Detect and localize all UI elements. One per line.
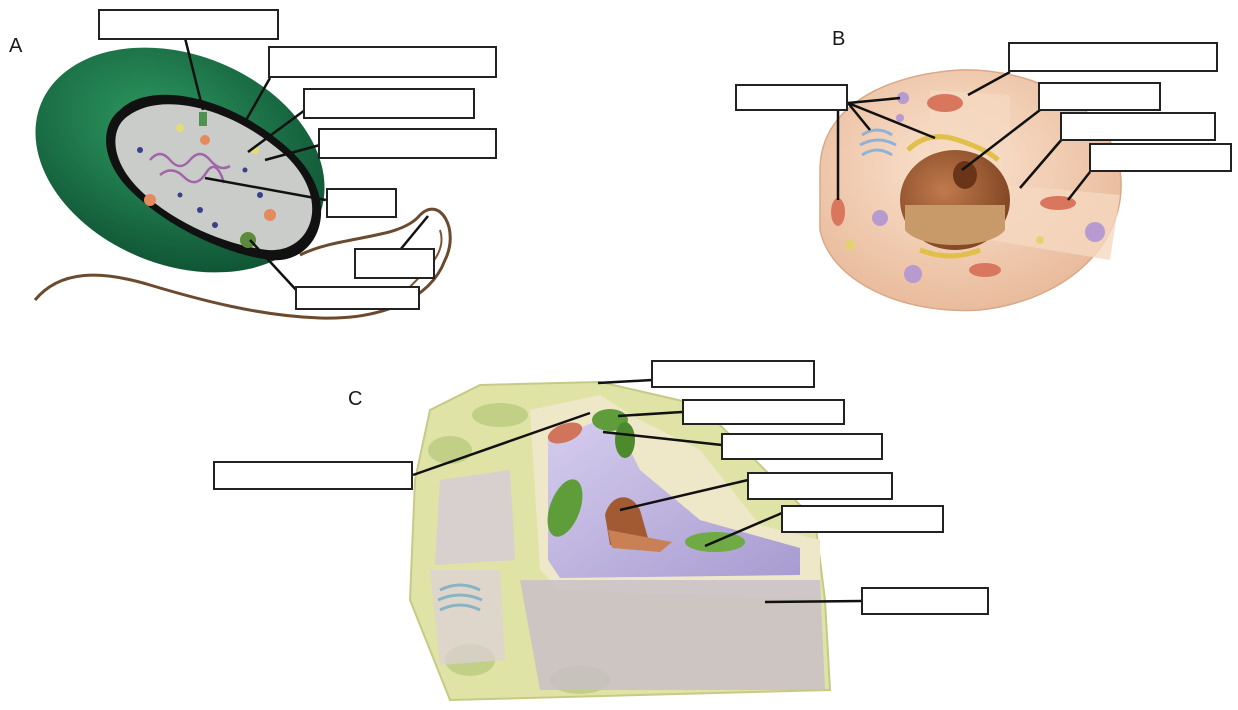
label-box-b-3[interactable] <box>1038 82 1161 111</box>
label-box-c-2[interactable] <box>682 399 845 425</box>
pilus-base <box>199 112 207 126</box>
label-box-c-1[interactable] <box>651 360 815 388</box>
label-box-a-1[interactable] <box>98 9 279 40</box>
panel-letter-b: B <box>832 28 845 51</box>
label-box-a-6[interactable] <box>354 248 435 279</box>
label-box-b-5[interactable] <box>1089 143 1232 172</box>
nucleolus <box>953 161 977 189</box>
label-box-a-7[interactable] <box>295 286 420 310</box>
plant-cell-diagram <box>410 382 830 700</box>
mitochondrion <box>927 94 963 112</box>
label-box-a-3[interactable] <box>303 88 475 119</box>
label-box-a-4[interactable] <box>318 128 497 159</box>
label-box-b-1[interactable] <box>1008 42 1218 72</box>
panel-letter-a: A <box>9 35 22 58</box>
label-box-c-6[interactable] <box>781 505 944 533</box>
label-box-b-2[interactable] <box>735 84 848 111</box>
label-box-c-3[interactable] <box>721 433 883 460</box>
label-box-b-4[interactable] <box>1060 112 1216 141</box>
label-box-a-5[interactable] <box>326 188 397 218</box>
panel-letter-c: C <box>348 388 362 411</box>
mitochondrion <box>969 263 1001 277</box>
label-box-c-4[interactable] <box>213 461 413 490</box>
chloroplast <box>615 422 635 458</box>
label-box-c-5[interactable] <box>747 472 893 500</box>
label-box-a-2[interactable] <box>268 46 497 78</box>
mitochondrion <box>831 198 845 226</box>
label-box-c-7[interactable] <box>861 587 989 615</box>
cytoplasm-front <box>520 580 825 690</box>
